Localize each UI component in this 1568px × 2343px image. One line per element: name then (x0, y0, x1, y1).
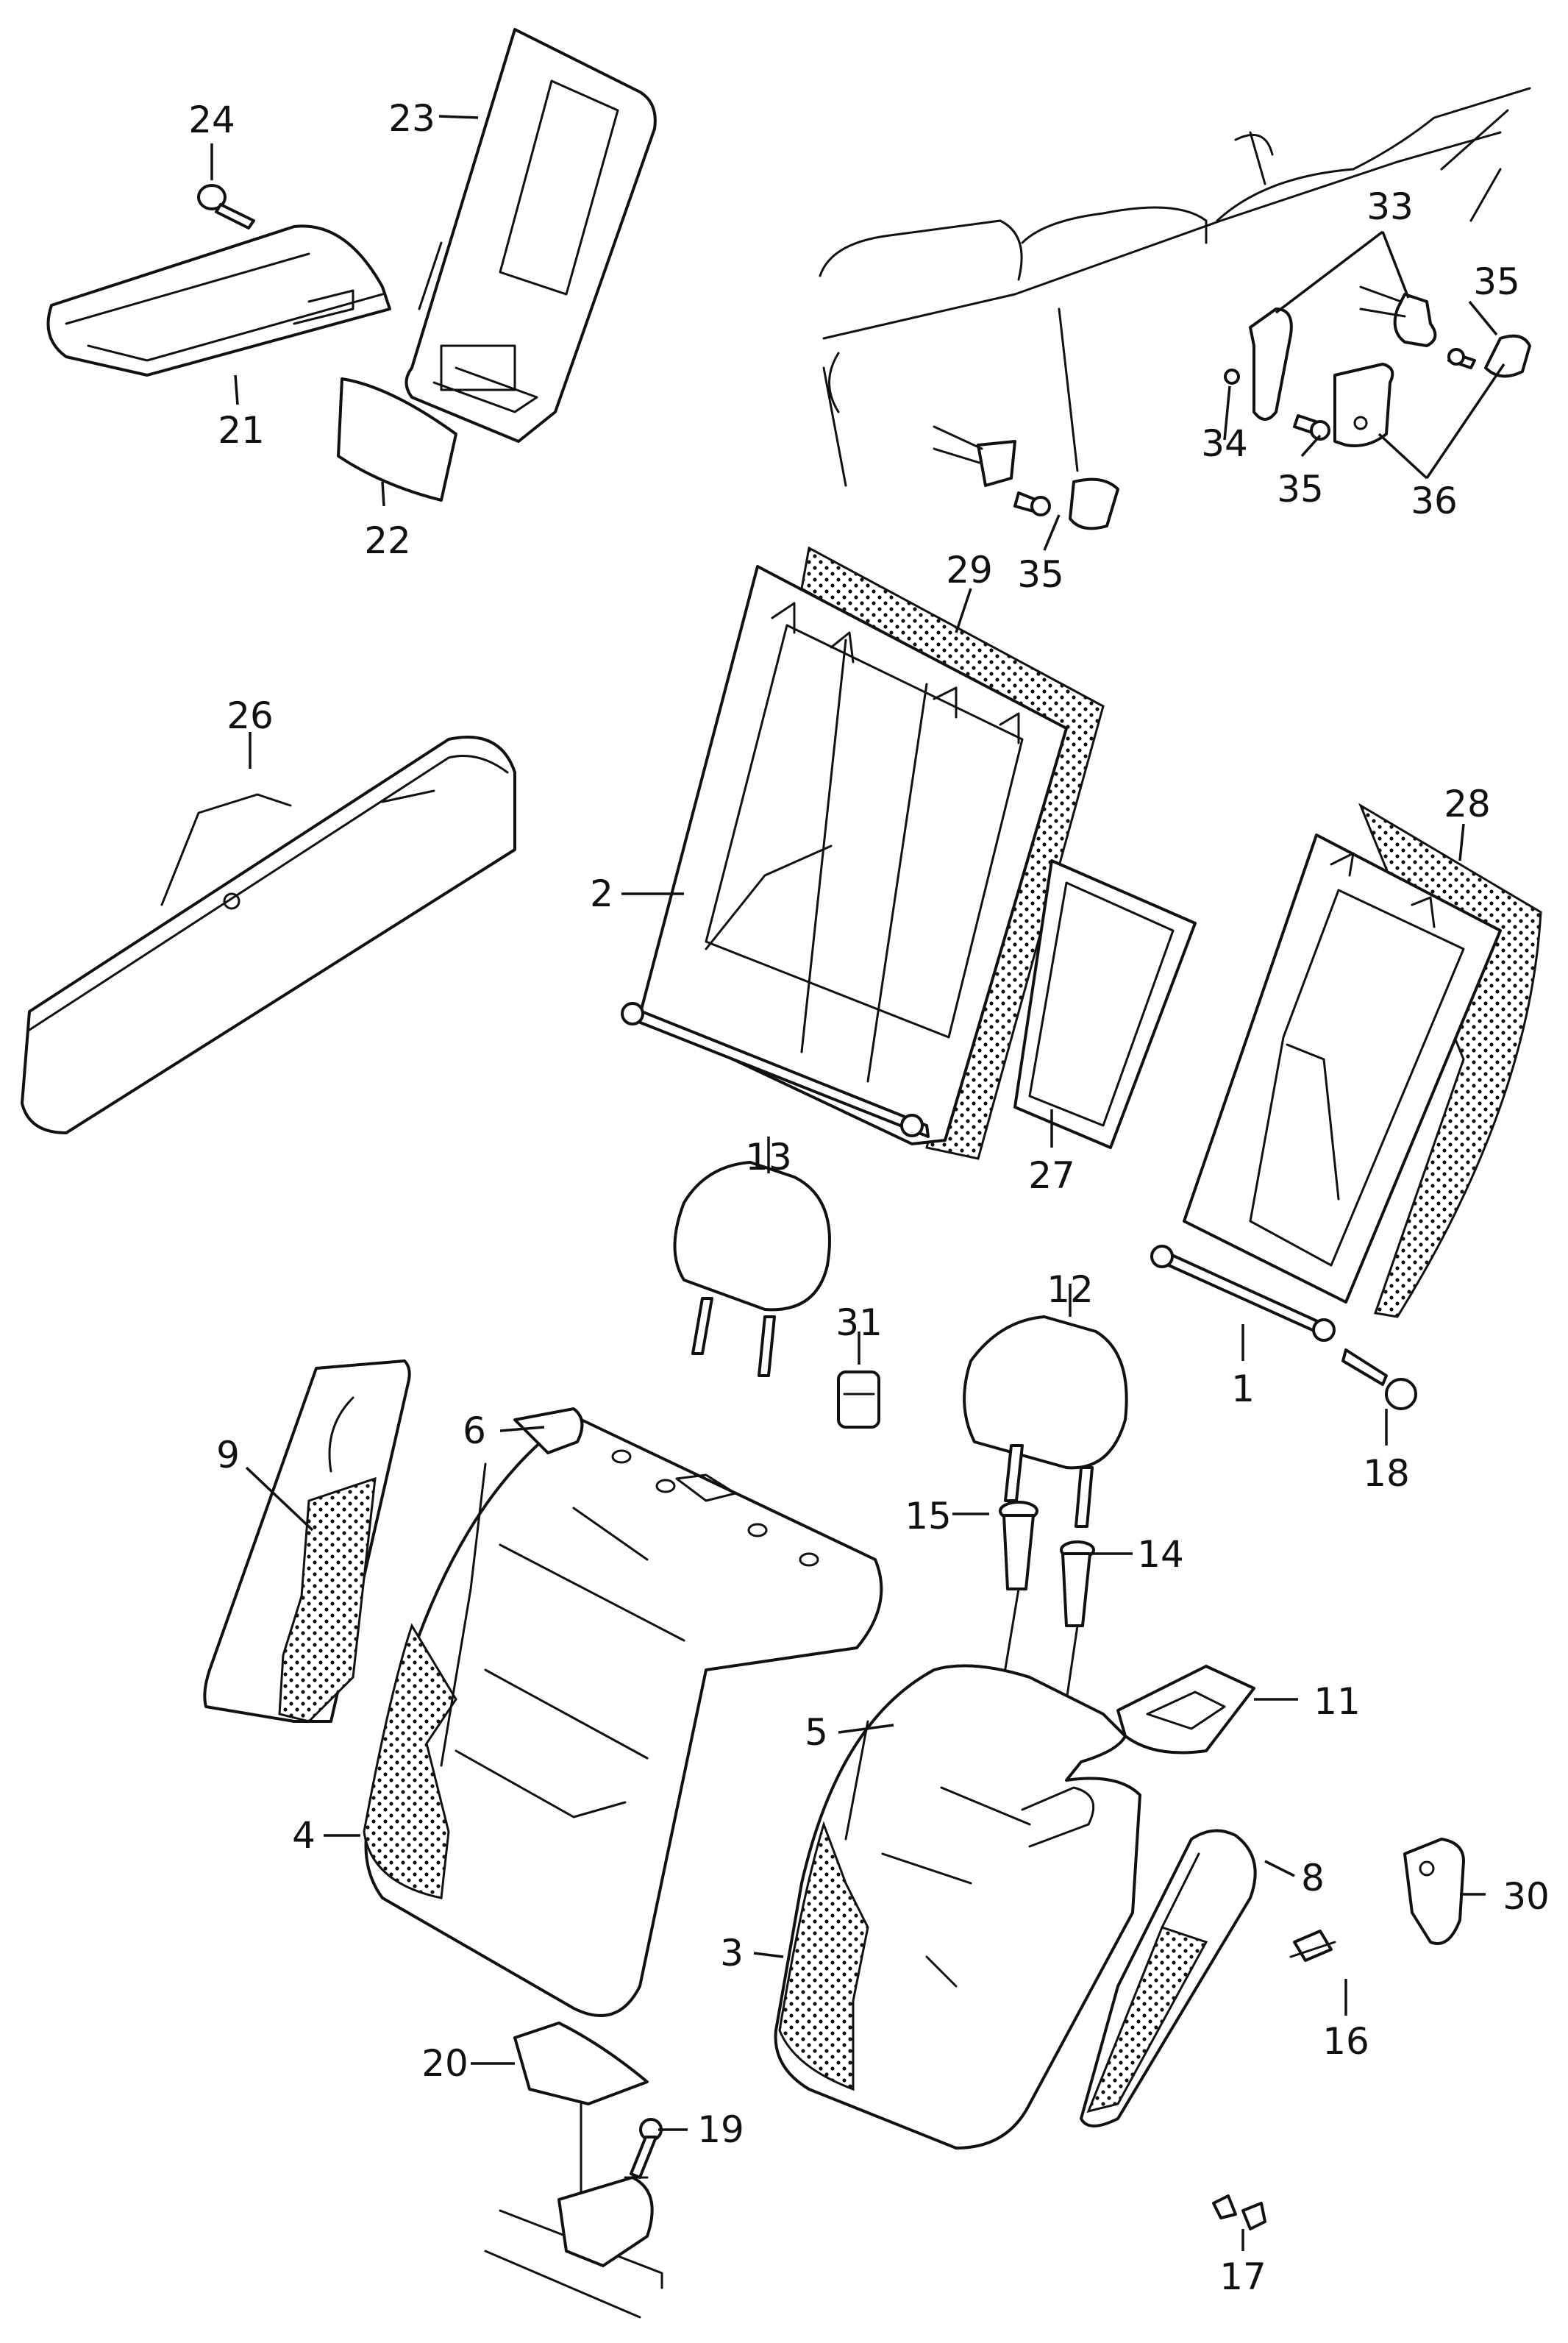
callout-8: 8 (1301, 1857, 1325, 1899)
callout-13: 13 (745, 1136, 792, 1178)
leader-lines (210, 115, 1505, 2251)
callout-9: 9 (216, 1434, 240, 1476)
part-11-trim-cover (1116, 1665, 1255, 1754)
callout-19: 19 (697, 2108, 744, 2151)
part-35-latch-lower (933, 425, 1119, 530)
part-27-panel (1013, 859, 1197, 1149)
callout-26: 26 (227, 694, 274, 737)
callout-34: 34 (1201, 422, 1248, 465)
callout-2: 2 (590, 872, 613, 915)
part-24-screw (197, 184, 255, 230)
callout-29: 29 (946, 549, 993, 591)
callout-35-top: 35 (1473, 260, 1520, 303)
callout-21: 21 (218, 409, 265, 452)
part-8-side-panel (1080, 1829, 1257, 2127)
callout-20: 20 (421, 2042, 468, 2085)
callout-5: 5 (805, 1711, 828, 1754)
part-31-clip (837, 1370, 880, 1429)
callout-27: 27 (1028, 1154, 1075, 1197)
part-2-backrest-frame (621, 565, 1068, 1145)
part-15-guide (999, 1501, 1038, 1590)
callout-16: 16 (1322, 2020, 1369, 2063)
part-17-clip (1212, 2194, 1266, 2230)
part-6-cover-top (513, 1407, 584, 1454)
callout-3: 3 (720, 1932, 744, 1974)
part-14-guide (1060, 1540, 1095, 1627)
callout-17: 17 (1219, 2255, 1266, 2298)
part-1-backrest-frame (1150, 833, 1502, 1342)
callout-35-mid: 35 (1277, 468, 1324, 511)
part-36-bracket (1333, 363, 1394, 447)
part-12-headrest (963, 1315, 1128, 1528)
callout-1: 1 (1231, 1368, 1255, 1410)
callout-22: 22 (364, 519, 411, 562)
seat-mount-bracket (484, 2102, 663, 2319)
part-16-clip (1289, 1930, 1336, 1962)
part-20-bracket (513, 2022, 649, 2105)
callout-18: 18 (1363, 1452, 1410, 1495)
callout-36: 36 (1411, 480, 1458, 522)
callout-30: 30 (1503, 1875, 1550, 1918)
callout-6: 6 (463, 1409, 486, 1452)
callout-24: 24 (188, 99, 235, 141)
part-33-latch-left (1224, 307, 1330, 441)
callout-33: 33 (1366, 185, 1414, 228)
callout-28: 28 (1444, 783, 1491, 825)
callout-12: 12 (1047, 1268, 1094, 1311)
part-21-armrest-cover (46, 224, 391, 377)
part-33-latch-right (1359, 285, 1531, 378)
callout-31: 31 (835, 1301, 883, 1344)
part-13-headrest (673, 1161, 831, 1377)
callout-11: 11 (1314, 1680, 1361, 1723)
callout-35-low: 35 (1017, 553, 1064, 596)
callout-14: 14 (1137, 1533, 1184, 1576)
part-9-side-panel (203, 1359, 411, 1723)
callout-4: 4 (292, 1814, 316, 1857)
part-19-screw (630, 2118, 663, 2179)
background-seat-outline (819, 87, 1531, 487)
part-18-bolt (1341, 1348, 1417, 1410)
part-22-cover (337, 377, 457, 502)
callout-labels: 24 23 21 22 33 35 34 35 36 35 29 26 28 2… (188, 97, 1550, 2298)
callout-15: 15 (905, 1495, 952, 1537)
part-4-backrest-cover (363, 1415, 883, 2017)
part-30-clip (1403, 1838, 1465, 1945)
callout-23: 23 (388, 97, 435, 140)
part-26-side-bolster (21, 736, 516, 1134)
part-23-armrest-frame (405, 28, 657, 443)
part-5-backrest-cover (774, 1664, 1141, 2150)
